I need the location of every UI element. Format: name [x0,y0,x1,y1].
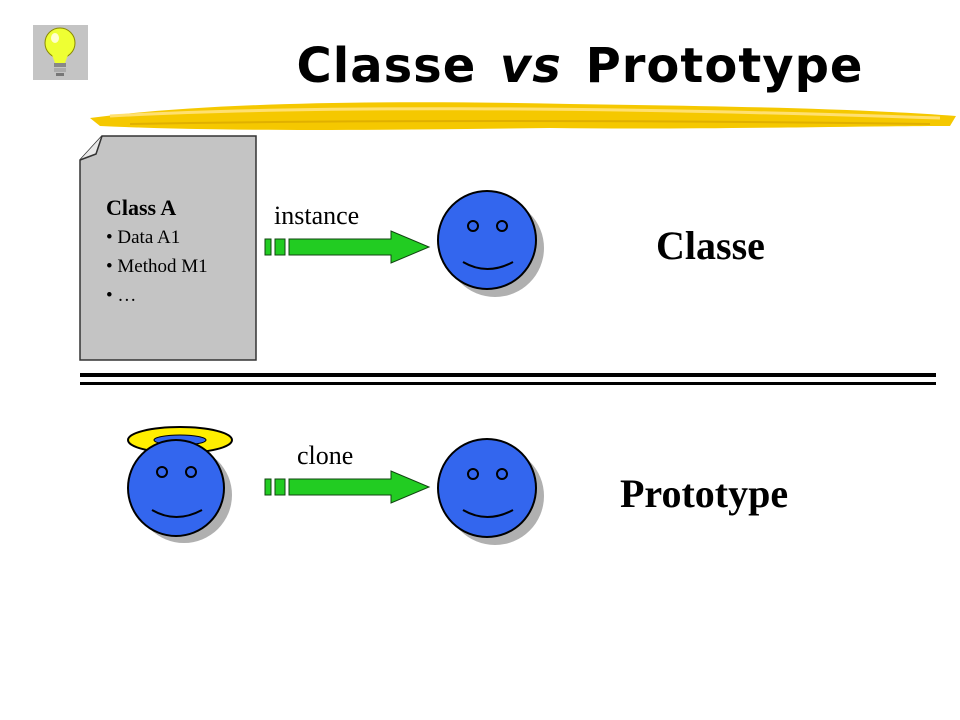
clone-arrow [264,470,431,504]
title-classe: Classe [296,38,477,94]
instance-face-icon [437,190,544,297]
slide-title: Classe vs Prototype [200,38,960,94]
clone-face-icon [437,438,544,545]
class-document-text: Class A • Data A1 • Method M1 • … [106,193,256,310]
section-divider [80,373,936,385]
clone-label: clone [297,441,354,470]
title-underline-brush [90,102,956,130]
classe-label: Classe [656,223,765,268]
class-item-data: • Data A1 [106,227,181,248]
class-item-method: • Method M1 [106,256,208,277]
title-vs: vs [500,38,562,94]
instance-arrow [264,230,431,264]
prototype-angel-face-icon [127,426,233,543]
class-item-more: • … [106,285,137,306]
prototype-label: Prototype [620,471,789,516]
class-name: Class A [106,195,177,220]
title-prototype: Prototype [585,38,864,94]
instance-label: instance [274,201,360,230]
lightbulb-icon [33,25,88,80]
class-document [79,135,257,361]
